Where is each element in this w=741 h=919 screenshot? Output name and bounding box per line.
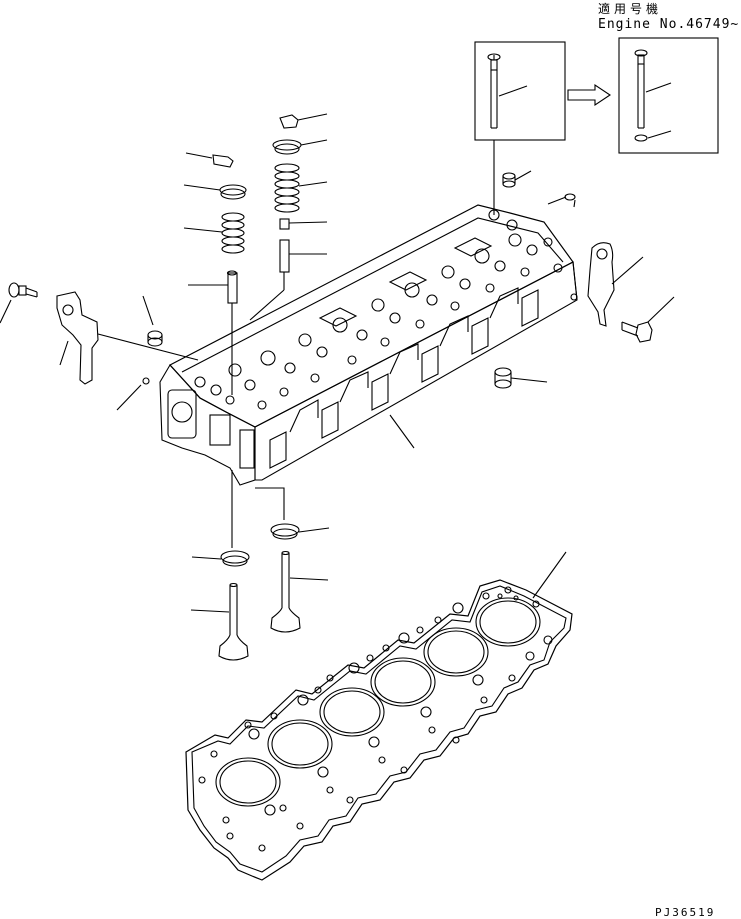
- left-bolt: [0, 282, 38, 324]
- head-leader-line: [389, 414, 415, 449]
- right-lifting-bracket: [587, 242, 644, 327]
- intake-valve-middle: [270, 550, 329, 633]
- left-pin: [116, 377, 150, 411]
- right-pin: [547, 193, 576, 208]
- left-plug: [142, 295, 163, 347]
- valve-parts-left: [183, 152, 247, 395]
- right-plug: [494, 367, 548, 389]
- drawing-code: PJ36519: [655, 906, 716, 919]
- exhaust-valve-left: [190, 582, 249, 661]
- engine-number-label: Engine No.46749~: [598, 17, 740, 32]
- valve-parts-middle: [249, 113, 328, 321]
- valve-seal-left: [191, 470, 250, 567]
- left-lifting-bracket: [56, 291, 199, 385]
- cylinder-head: [159, 204, 578, 486]
- new-bolt-arrow: [567, 83, 611, 107]
- right-bolt: [621, 296, 675, 343]
- head-gasket: [185, 551, 573, 881]
- head-bolt-box-new: [618, 37, 719, 154]
- applicable-serial-label: 適用号機: [598, 2, 663, 16]
- valve-seal-middle: [255, 487, 330, 540]
- right-dowel: [502, 170, 532, 188]
- head-bolt-box-old: [474, 41, 566, 141]
